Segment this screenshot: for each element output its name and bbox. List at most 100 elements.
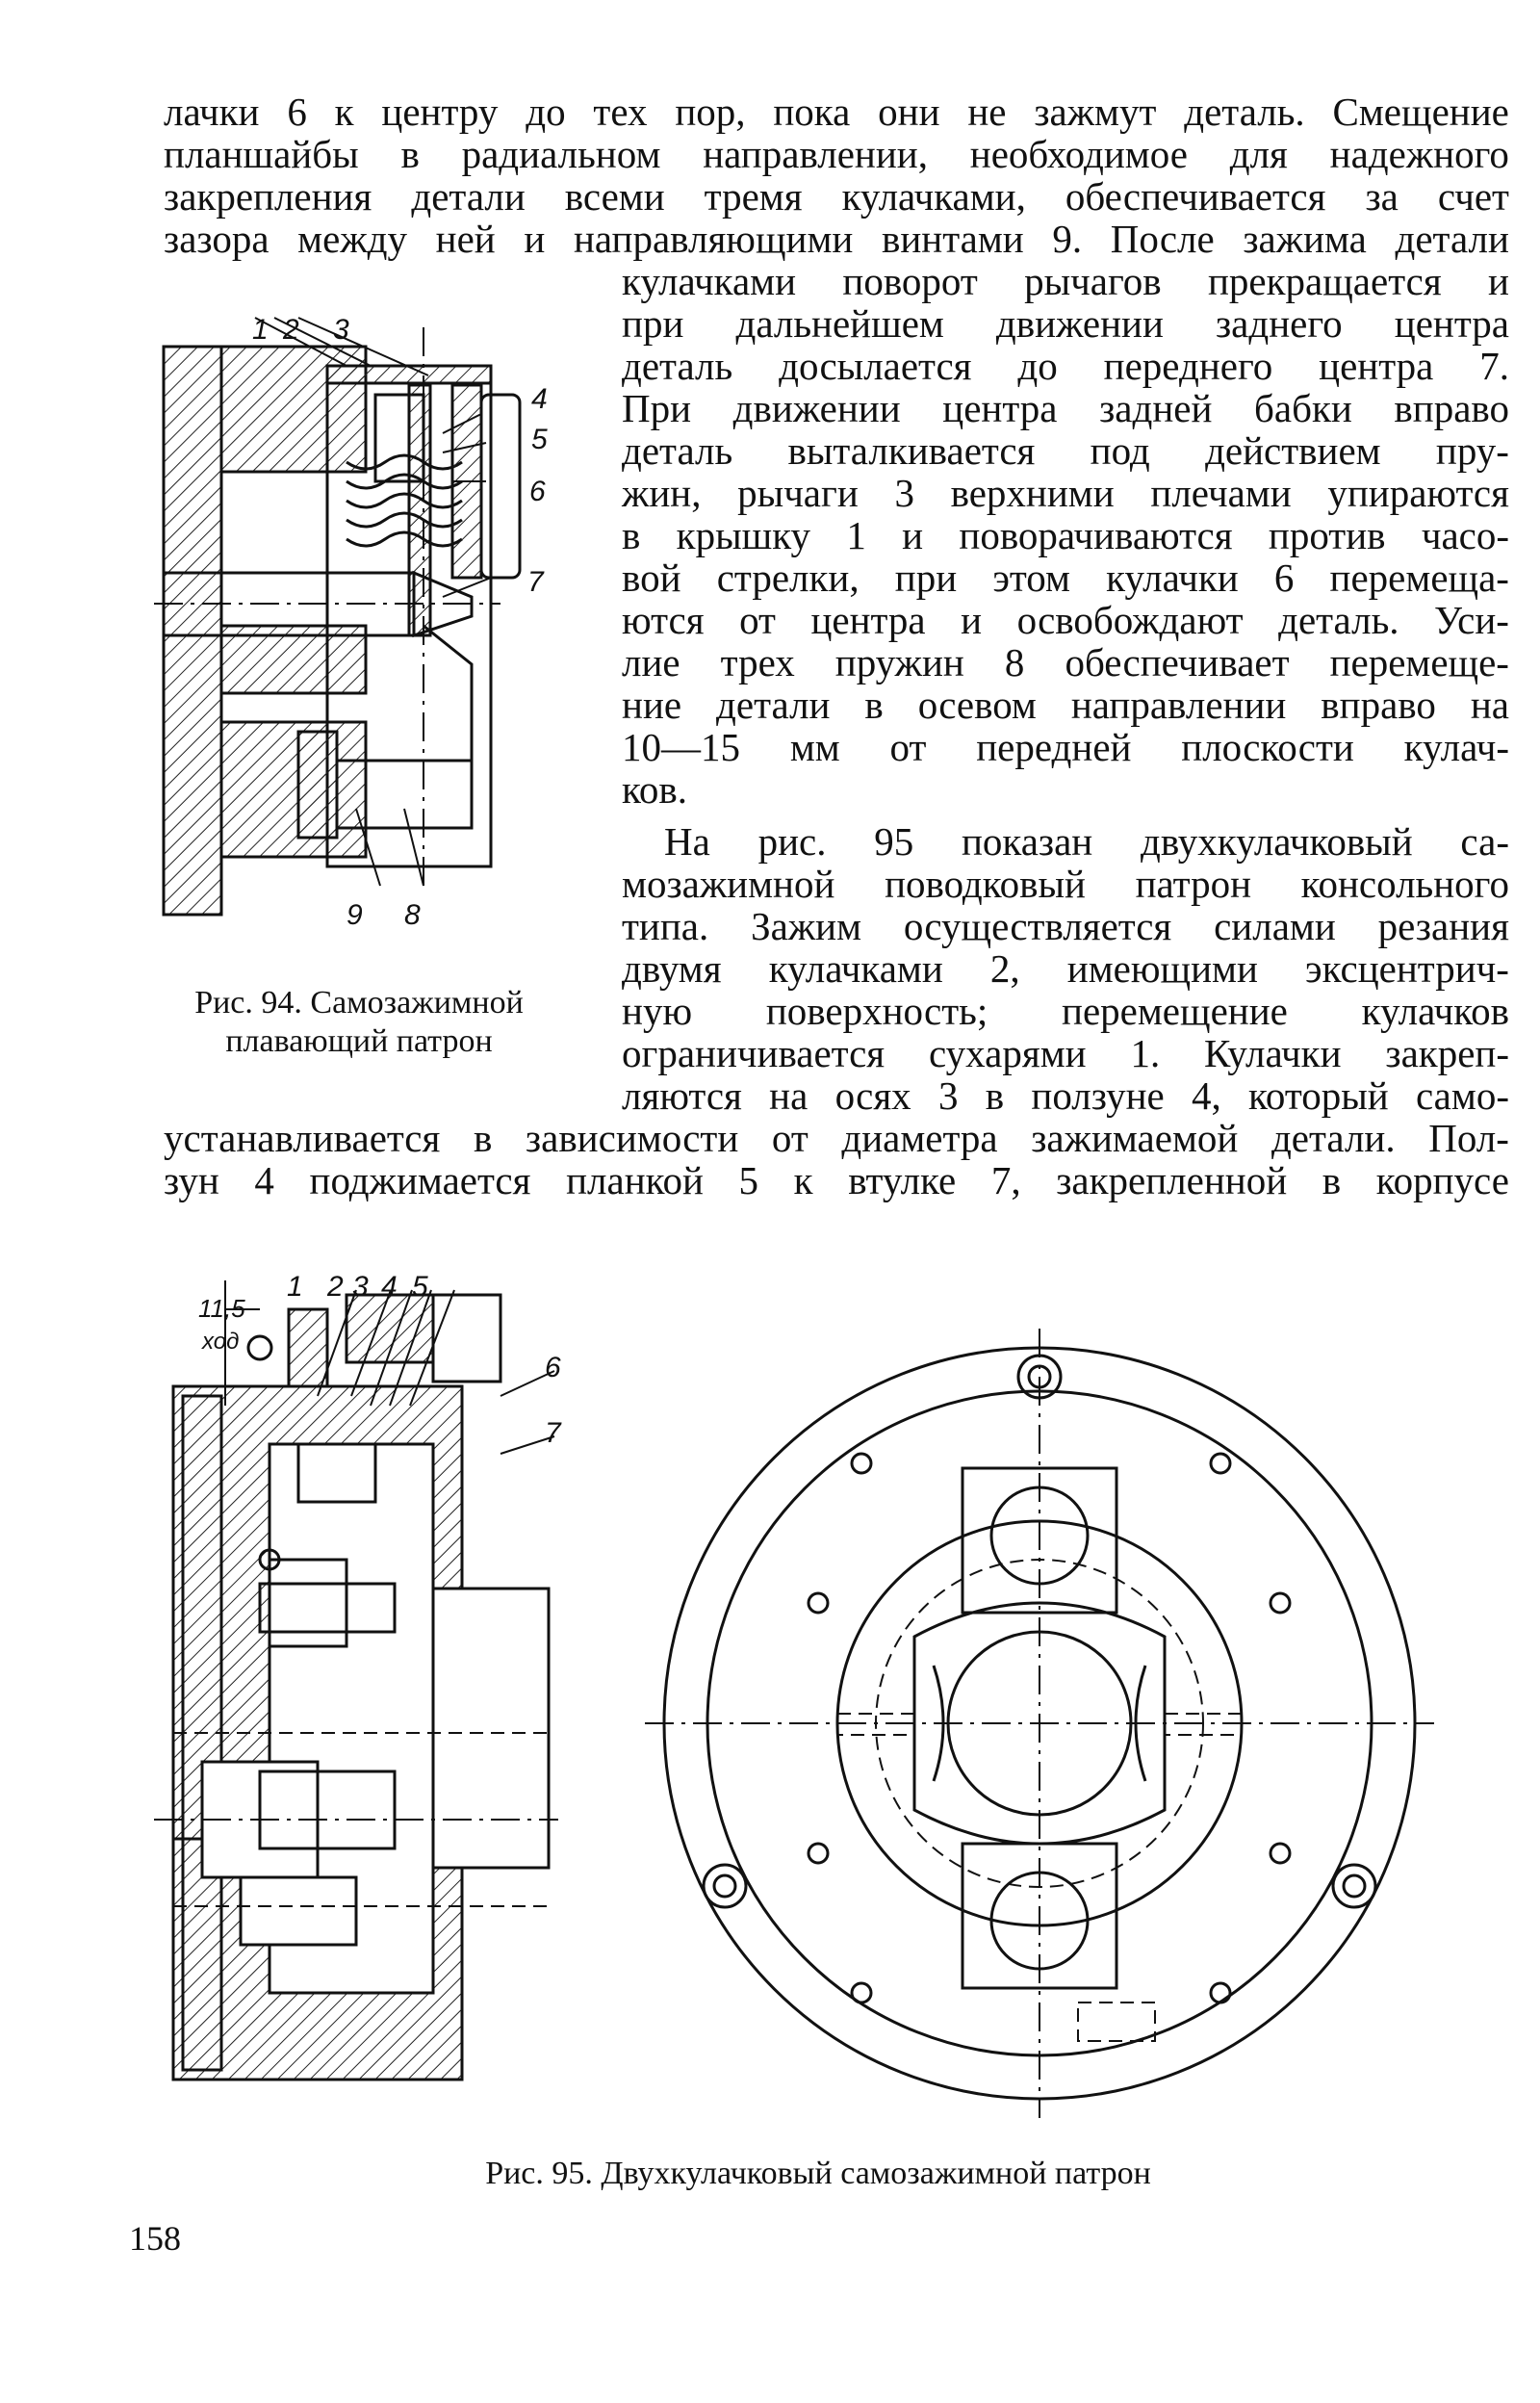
word: за (1365, 174, 1399, 219)
word: кулачками, (841, 174, 1026, 219)
word: силами (1214, 904, 1336, 948)
word: заднего (1215, 301, 1343, 346)
word: зазора (164, 217, 270, 261)
fig94-label-9: 9 (346, 899, 363, 931)
word: при (622, 301, 684, 346)
fig95-dimension-value: 11,5 (198, 1294, 245, 1323)
word: закреп- (1385, 1031, 1509, 1075)
word: дальнейшем (735, 301, 944, 346)
word: движении (995, 301, 1164, 346)
word: зун (164, 1158, 219, 1202)
word: имеющими (1066, 946, 1258, 991)
word: эксцентрич- (1305, 946, 1509, 991)
word: поворот (842, 259, 978, 303)
word: 95 (874, 819, 914, 864)
word: лачки (164, 90, 260, 134)
word: до (526, 90, 566, 134)
word: всеми (564, 174, 665, 219)
word: сухарями (929, 1031, 1087, 1075)
word: ней (435, 217, 496, 261)
word: корпусе (1375, 1158, 1509, 1202)
word: ляются (622, 1073, 742, 1118)
word: рычагов (1024, 259, 1162, 303)
word: поворачиваются (959, 513, 1233, 557)
figure-95-front-drawing (645, 1329, 1434, 2118)
word: центра (810, 598, 926, 642)
word: двумя (622, 946, 722, 991)
word: мм (789, 725, 840, 769)
word: 4 (254, 1158, 274, 1202)
word: выталкивается (787, 428, 1036, 473)
word: устанавливается (164, 1116, 441, 1160)
word: обеспечивает (1065, 640, 1290, 685)
word: 9. (1052, 217, 1083, 261)
word: крышку (676, 513, 811, 557)
word: резания (1377, 904, 1509, 948)
word: 10—15 (622, 725, 740, 769)
word: который (1248, 1073, 1389, 1118)
word: 6 (1273, 556, 1295, 600)
word: под (1090, 428, 1150, 473)
word: деталь. (1278, 598, 1399, 642)
word: против (1268, 513, 1386, 557)
word: вправо (1394, 386, 1509, 430)
figure-94-caption-line1: Рис. 94. Самозажимной (194, 985, 524, 1021)
word: передней (976, 725, 1132, 769)
word: детали (411, 174, 526, 219)
word: зажима (1243, 217, 1367, 261)
word: и (524, 217, 546, 261)
word: Смещение (1332, 90, 1509, 134)
word: втулке (848, 1158, 957, 1202)
word: пру- (1435, 428, 1509, 473)
word: трех (720, 640, 795, 685)
word: са- (1460, 819, 1509, 864)
word: в (985, 1073, 1005, 1118)
word: винтами (881, 217, 1024, 261)
fig95-label-5: 5 (412, 1271, 428, 1303)
word: тремя (704, 174, 803, 219)
word: не (967, 90, 1007, 134)
fig95-label-2: 2 (327, 1271, 344, 1303)
word: пружин (834, 640, 964, 685)
word: в (1322, 1158, 1342, 1202)
word: деталь (622, 428, 733, 473)
word: направлении (1070, 683, 1287, 727)
word: кулачками (622, 259, 797, 303)
word: двухкулачковый (1140, 819, 1413, 864)
word: движении (732, 386, 901, 430)
word: 3 (937, 1073, 959, 1118)
word: центру (381, 90, 499, 134)
word: действием (1205, 428, 1381, 473)
word: плоскости (1181, 725, 1354, 769)
figure-95-caption: Рис. 95. Двухкулачковый самозажимной пат… (485, 2156, 1151, 2191)
word: они (878, 90, 940, 134)
word: этом (992, 556, 1070, 600)
word: обеспечивается (1065, 174, 1326, 219)
word: упираются (1327, 471, 1509, 515)
word: зажимаемой (1031, 1116, 1239, 1160)
word: вой (622, 556, 681, 600)
word: ную (622, 989, 693, 1033)
word: Кулачки (1204, 1031, 1342, 1075)
word: жин, (622, 471, 702, 515)
word: счет (1437, 174, 1509, 219)
word: консольного (1300, 862, 1509, 906)
fig94-label-2: 2 (283, 314, 299, 346)
page-number: 158 (129, 2219, 181, 2258)
figure-94-caption-line2: плавающий патрон (225, 1023, 493, 1059)
fig95-label-7: 7 (545, 1417, 561, 1449)
fig94-label-4: 4 (531, 383, 548, 415)
word: и (902, 513, 924, 557)
word: 8 (1004, 640, 1025, 685)
word: планкой (566, 1158, 704, 1202)
word: рычаги (737, 471, 859, 515)
